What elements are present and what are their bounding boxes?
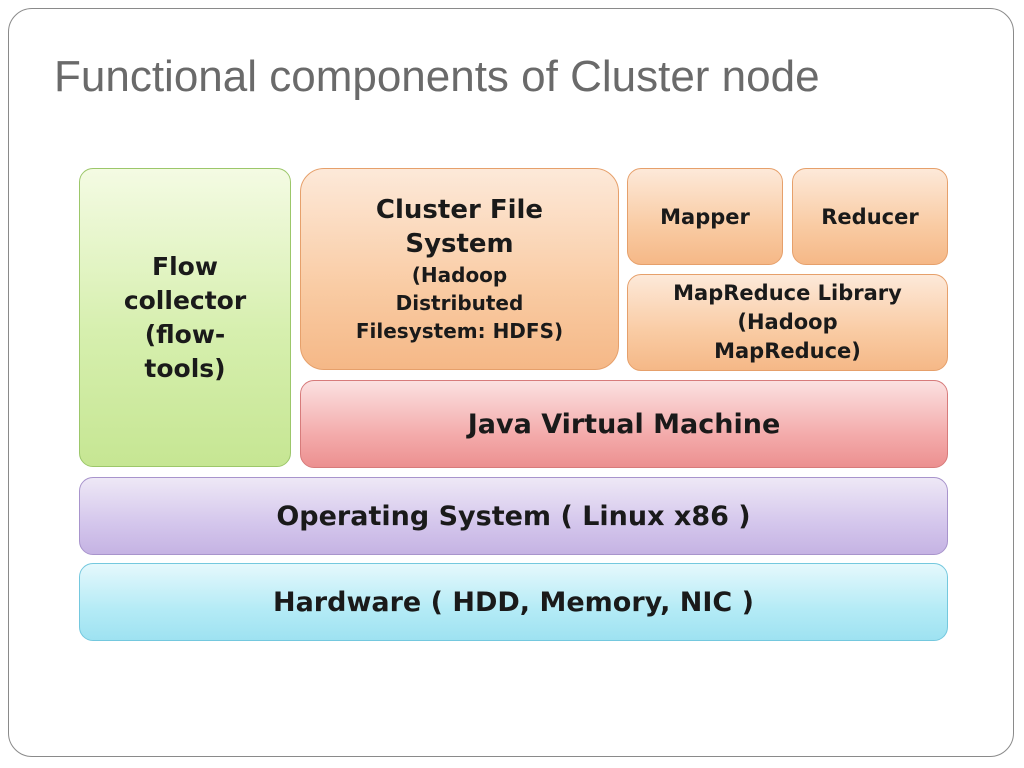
mapreduce-library-line: MapReduce Library [673,281,902,305]
cluster-fs-subtitle-line: (Hadoop [411,263,508,287]
hardware-block: Hardware ( HDD, Memory, NIC ) [79,563,948,641]
flow-collector-line: tools) [144,353,226,383]
mapreduce-library-line: (Hadoop [737,310,838,334]
cluster-file-system-block: Cluster File System (Hadoop Distributed … [300,168,619,370]
flow-collector-line: collector [123,285,247,315]
flow-collector-line: (flow- [144,319,226,349]
mapreduce-library-block: MapReduce Library (Hadoop MapReduce) [627,274,948,371]
mapper-label: Mapper [660,204,750,229]
mapper-block: Mapper [627,168,783,265]
jvm-label: Java Virtual Machine [467,408,781,440]
flow-collector-line: Flow [152,251,218,281]
cluster-fs-subtitle-line: Distributed [395,291,524,315]
reducer-block: Reducer [792,168,948,265]
operating-system-block: Operating System ( Linux x86 ) [79,477,948,555]
reducer-label: Reducer [821,204,919,229]
jvm-block: Java Virtual Machine [300,380,948,468]
operating-system-label: Operating System ( Linux x86 ) [276,500,751,532]
cluster-fs-title-line: Cluster File [375,195,544,225]
cluster-fs-title-line: System [405,229,514,259]
hardware-label: Hardware ( HDD, Memory, NIC ) [272,586,754,618]
cluster-fs-subtitle-line: Filesystem: HDFS) [355,319,564,343]
mapreduce-library-line: MapReduce) [714,339,861,363]
flow-collector-block: Flow collector (flow- tools) [79,168,291,467]
page-title: Functional components of Cluster node [54,52,820,101]
